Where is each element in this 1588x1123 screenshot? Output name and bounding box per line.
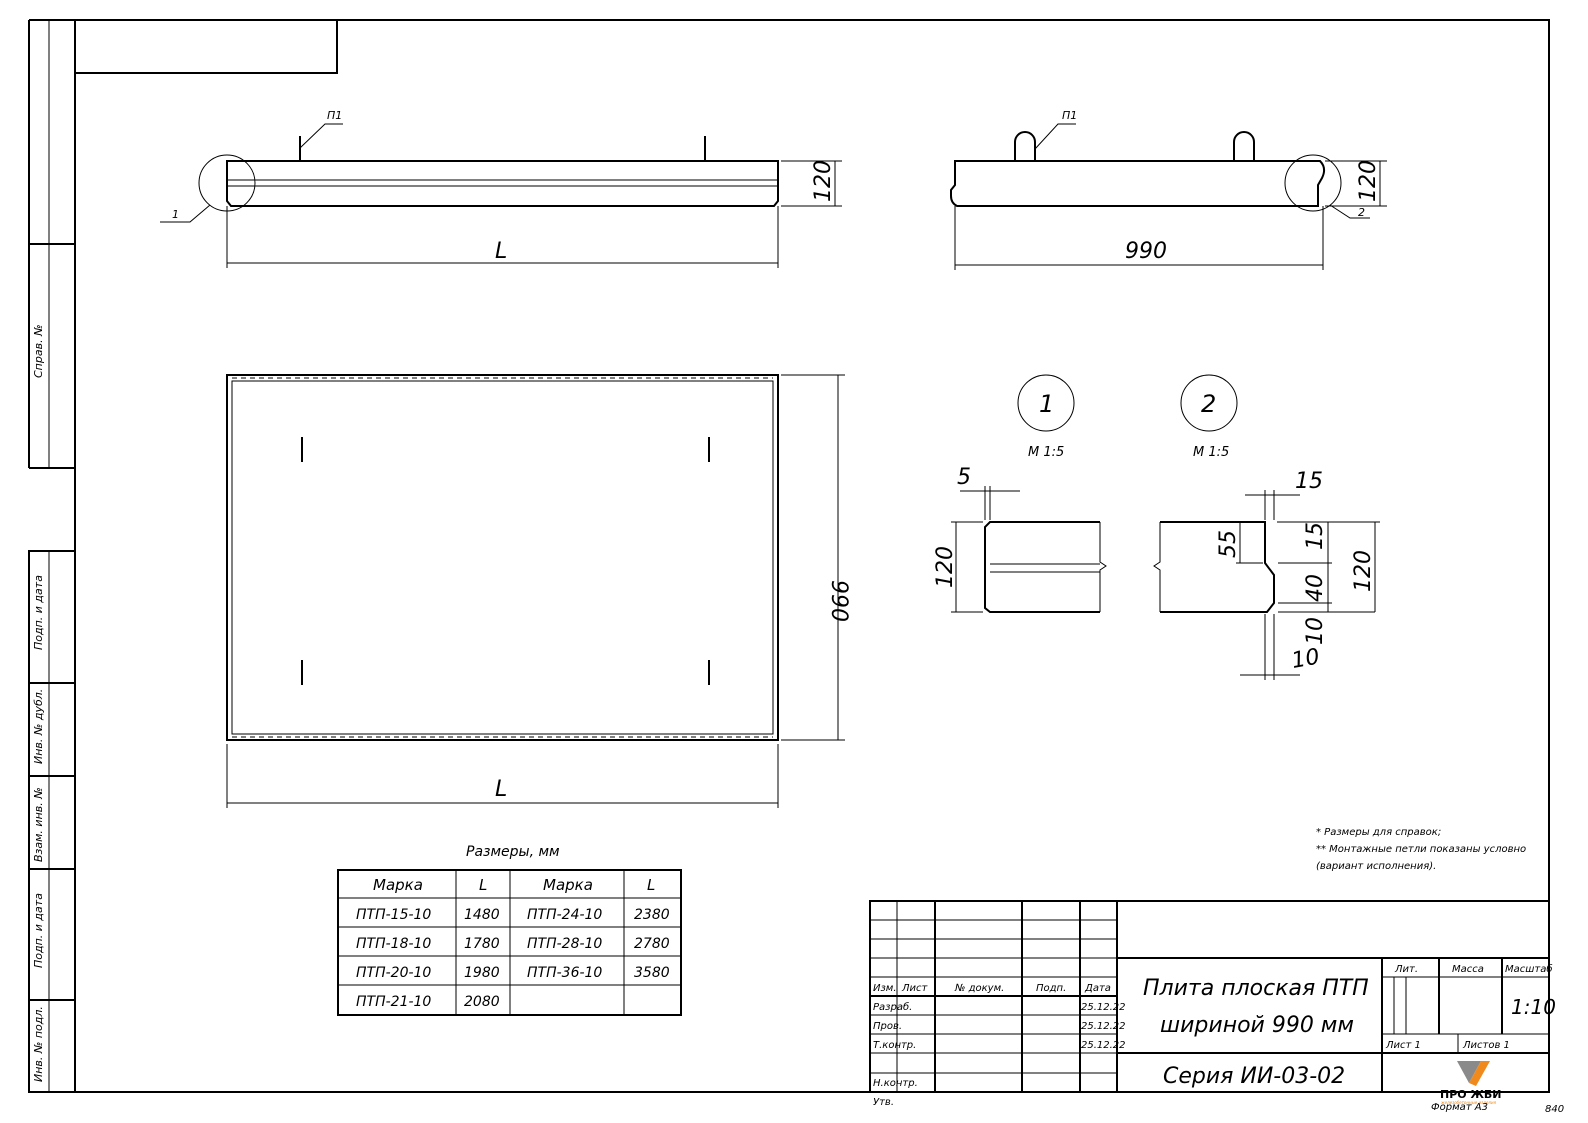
logo-text: ПРО ЖБИ: [1440, 1088, 1502, 1101]
tb-date: 25.12.22: [1081, 1002, 1126, 1013]
table-cell: ПТП-28-10: [527, 936, 602, 952]
end-callout-num: 2: [1358, 206, 1365, 219]
tb-role: Н.контр.: [873, 1078, 918, 1089]
detail-2-dim-120: 120: [1351, 550, 1376, 592]
table-cell: 2780: [634, 936, 670, 952]
tb-title-line2: шириной 990 мм: [1160, 1013, 1354, 1038]
detail-2-dim-55: 55: [1216, 530, 1241, 558]
drawing-notes: * Размеры для справок; ** Монтажные петл…: [1316, 827, 1526, 872]
title-block: Изм. Лист № докум. Подп. Дата Разраб. 25…: [869, 900, 1556, 1108]
table-cell: 2080: [464, 994, 500, 1010]
tb-title-line1: Плита плоская ПТП: [1143, 976, 1369, 1001]
end-height-dim: 120: [1356, 160, 1381, 202]
detail-2-label: 2: [1201, 390, 1216, 418]
table-cell: ПТП-21-10: [356, 994, 431, 1010]
plan-view: 990 L: [226, 374, 851, 808]
corner-stamp-box: [74, 19, 338, 74]
tb-lit-label: Лит.: [1394, 964, 1418, 975]
strip-sprav-label: Справ. №: [32, 324, 45, 378]
detail-1-label: 1: [1039, 390, 1054, 418]
note-line: * Размеры для справок;: [1316, 827, 1441, 838]
company-logo: ПРО ЖБИ железобетонные изделия: [1440, 1061, 1502, 1105]
tb-scale-value: 1:10: [1511, 995, 1556, 1019]
table-cell: ПТП-36-10: [527, 965, 602, 981]
table-cell: ПТП-20-10: [356, 965, 431, 981]
table-cell: 3580: [634, 965, 670, 981]
table-header-l-2: L: [647, 876, 655, 894]
detail-2-dim-10-vert: 10: [1303, 617, 1328, 645]
strip-vzam-inv: Взам. инв. №: [32, 787, 45, 862]
tb-col-data: Дата: [1084, 983, 1111, 994]
plan-length-dim: L: [495, 777, 507, 802]
tb-role: Разраб.: [873, 1001, 912, 1013]
end-callout-circle: [1284, 154, 1342, 212]
table-cell: 1980: [464, 965, 500, 981]
end-leader-tag: П1: [1062, 109, 1077, 122]
table-cell: ПТП-18-10: [356, 936, 431, 952]
tb-role: Т.контр.: [873, 1040, 916, 1051]
tb-col-izm: Изм.: [873, 983, 897, 994]
detail-2-dim-right-15: 15: [1303, 522, 1328, 550]
tb-role: Утв.: [873, 1097, 894, 1108]
side-length-dim: L: [495, 239, 507, 264]
table-cell: ПТП-24-10: [527, 907, 602, 923]
tb-role: Пров.: [873, 1021, 902, 1032]
table-header-marka-1: Марка: [373, 876, 423, 894]
tb-series: Серия ИИ-03-02: [1163, 1064, 1345, 1089]
side-leader-tag: П1: [327, 109, 342, 122]
note-line: ** Монтажные петли показаны условно: [1316, 844, 1526, 855]
detail-2-dim-10-horiz: 10: [1290, 644, 1322, 673]
detail-2-dim-40: 40: [1303, 574, 1328, 602]
tb-col-dokum: № докум.: [954, 983, 1004, 994]
side-callout-num: 1: [172, 208, 179, 221]
side-view: П1 1 120 L: [160, 109, 842, 268]
note-line: (вариант исполнения).: [1316, 861, 1436, 872]
dimensions-table: Размеры, мм Марка L Марка L ПТП-15-10 14…: [337, 844, 682, 1016]
side-height-dim: 120: [811, 160, 836, 202]
tb-sheets-label: Листов 1: [1462, 1040, 1510, 1051]
strip-podp-data-2: Подп. и дата: [32, 893, 45, 968]
table-cell: ПТП-15-10: [356, 907, 431, 923]
table-title: Размеры, мм: [466, 844, 560, 860]
footer-code: 840: [1545, 1104, 1564, 1115]
tb-date: 25.12.22: [1081, 1040, 1126, 1051]
tb-mass-label: Масса: [1452, 964, 1484, 975]
detail-2-dim-top-15: 15: [1295, 469, 1323, 494]
detail-1-dim-120: 120: [933, 546, 958, 588]
strip-podp-data-1: Подп. и дата: [32, 575, 45, 650]
logo-orange-shape: [1469, 1061, 1490, 1086]
table-header-l-1: L: [479, 876, 487, 894]
table-cell: 1480: [464, 907, 500, 923]
tb-col-list: Лист: [901, 983, 929, 994]
tb-date: 25.12.22: [1081, 1021, 1126, 1032]
table-header-marka-2: Марка: [543, 876, 593, 894]
logo-subtext: железобетонные изделия: [1440, 1100, 1497, 1105]
footer-format: Формат А3: [1431, 1102, 1488, 1113]
logo-gray-shape: [1457, 1061, 1481, 1083]
strip-inv-dubl: Инв. № дубл.: [32, 689, 45, 764]
detail-2: 2 М 1:5 15 55 15 120 40 10 10: [1153, 374, 1380, 680]
detail-1-dim-5: 5: [957, 465, 971, 490]
detail-1: 1 М 1:5 5 120: [933, 374, 1107, 613]
detail-2-scale: М 1:5: [1193, 445, 1229, 460]
table-cell: 2380: [634, 907, 670, 923]
end-width-dim: 990: [1125, 239, 1167, 264]
strip-inv-podl: Инв. № подл.: [32, 1006, 45, 1082]
plan-width-dim: 990: [826, 580, 851, 622]
detail-1-scale: М 1:5: [1028, 445, 1064, 460]
tb-col-podp: Подп.: [1036, 983, 1066, 994]
left-binding-strip: Справ. № Подп. и дата Инв. № дубл. Взам.…: [28, 19, 76, 1093]
tb-sheet-label: Лист 1: [1385, 1040, 1421, 1051]
end-view: П1 2 120 990: [950, 109, 1387, 270]
tb-scale-label: Масштаб: [1505, 963, 1553, 975]
table-cell: 1780: [464, 936, 500, 952]
